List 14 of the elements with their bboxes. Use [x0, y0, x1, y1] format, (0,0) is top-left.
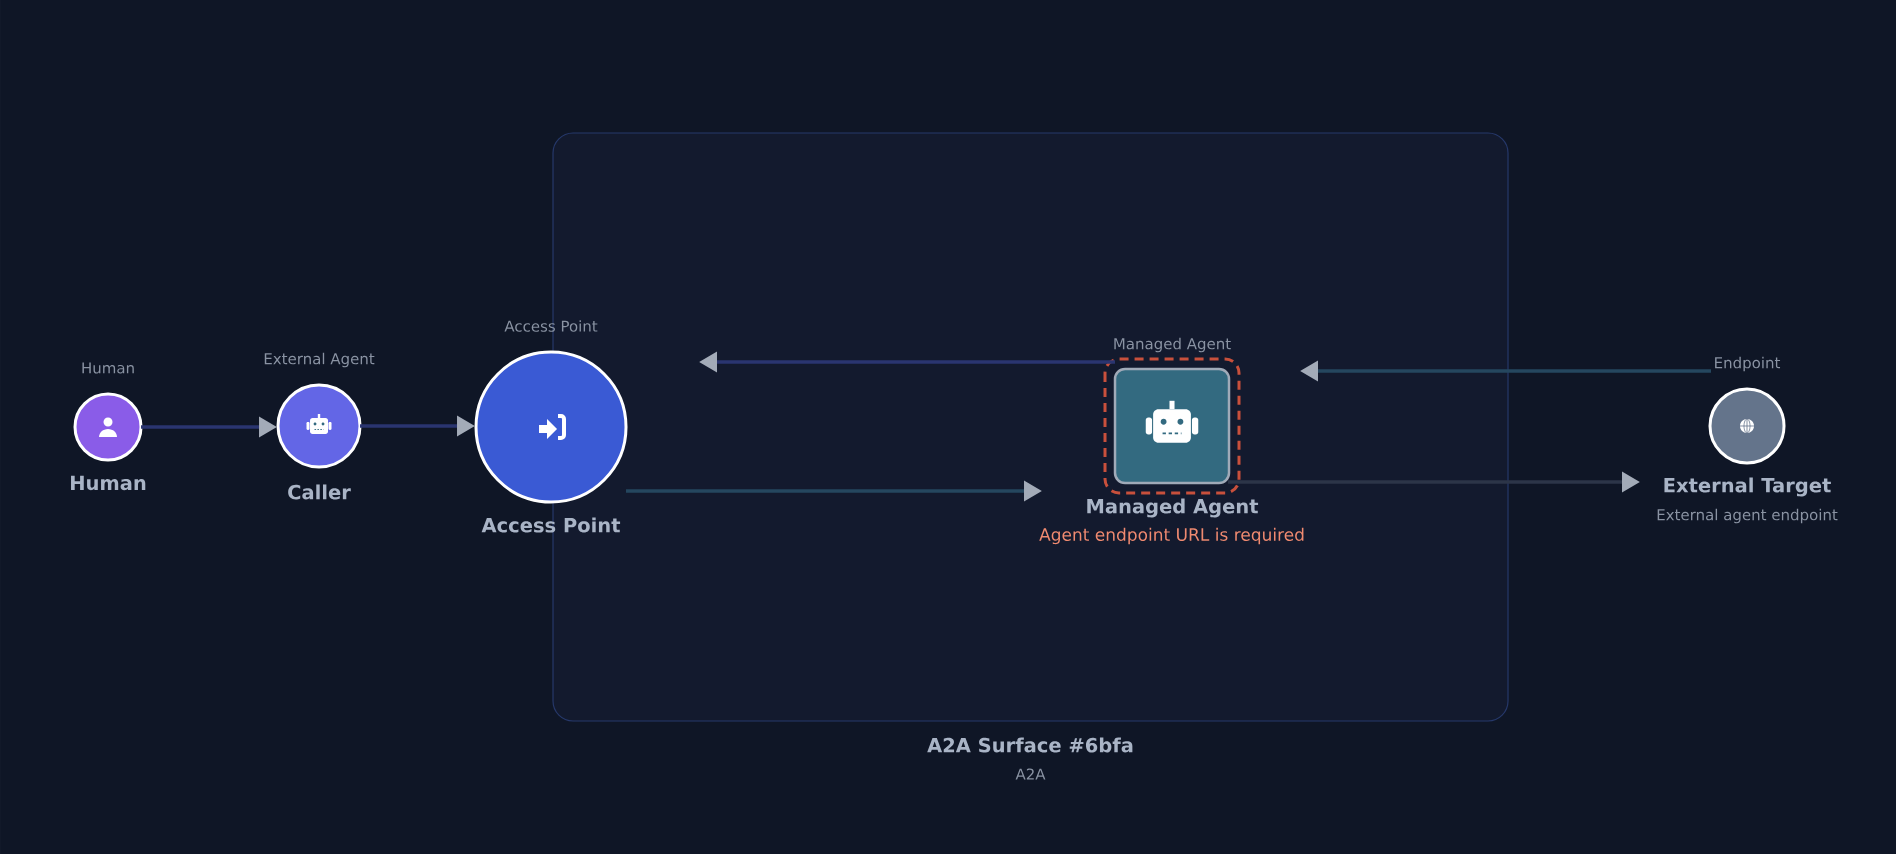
node-label: Caller	[288, 484, 351, 500]
node-label: Managed Agent	[1087, 498, 1259, 518]
node-caption: Access Point	[504, 320, 598, 332]
error-message: Agent endpoint URL is required	[1039, 527, 1304, 545]
node-caption: A2A	[1015, 768, 1046, 780]
node-label: Access Point	[481, 517, 621, 533]
node-caption: Managed Agent	[1114, 337, 1231, 353]
node-caption: Human	[82, 362, 134, 374]
node-label: Human	[71, 475, 146, 491]
node-caption: External agent endpoint	[1657, 508, 1838, 524]
node-caption: External Agent	[264, 352, 375, 368]
node-caption: Endpoint	[1715, 356, 1781, 372]
node-label: External Target	[1664, 477, 1831, 497]
node-label: A2A Surface #6bfa	[927, 737, 1133, 753]
